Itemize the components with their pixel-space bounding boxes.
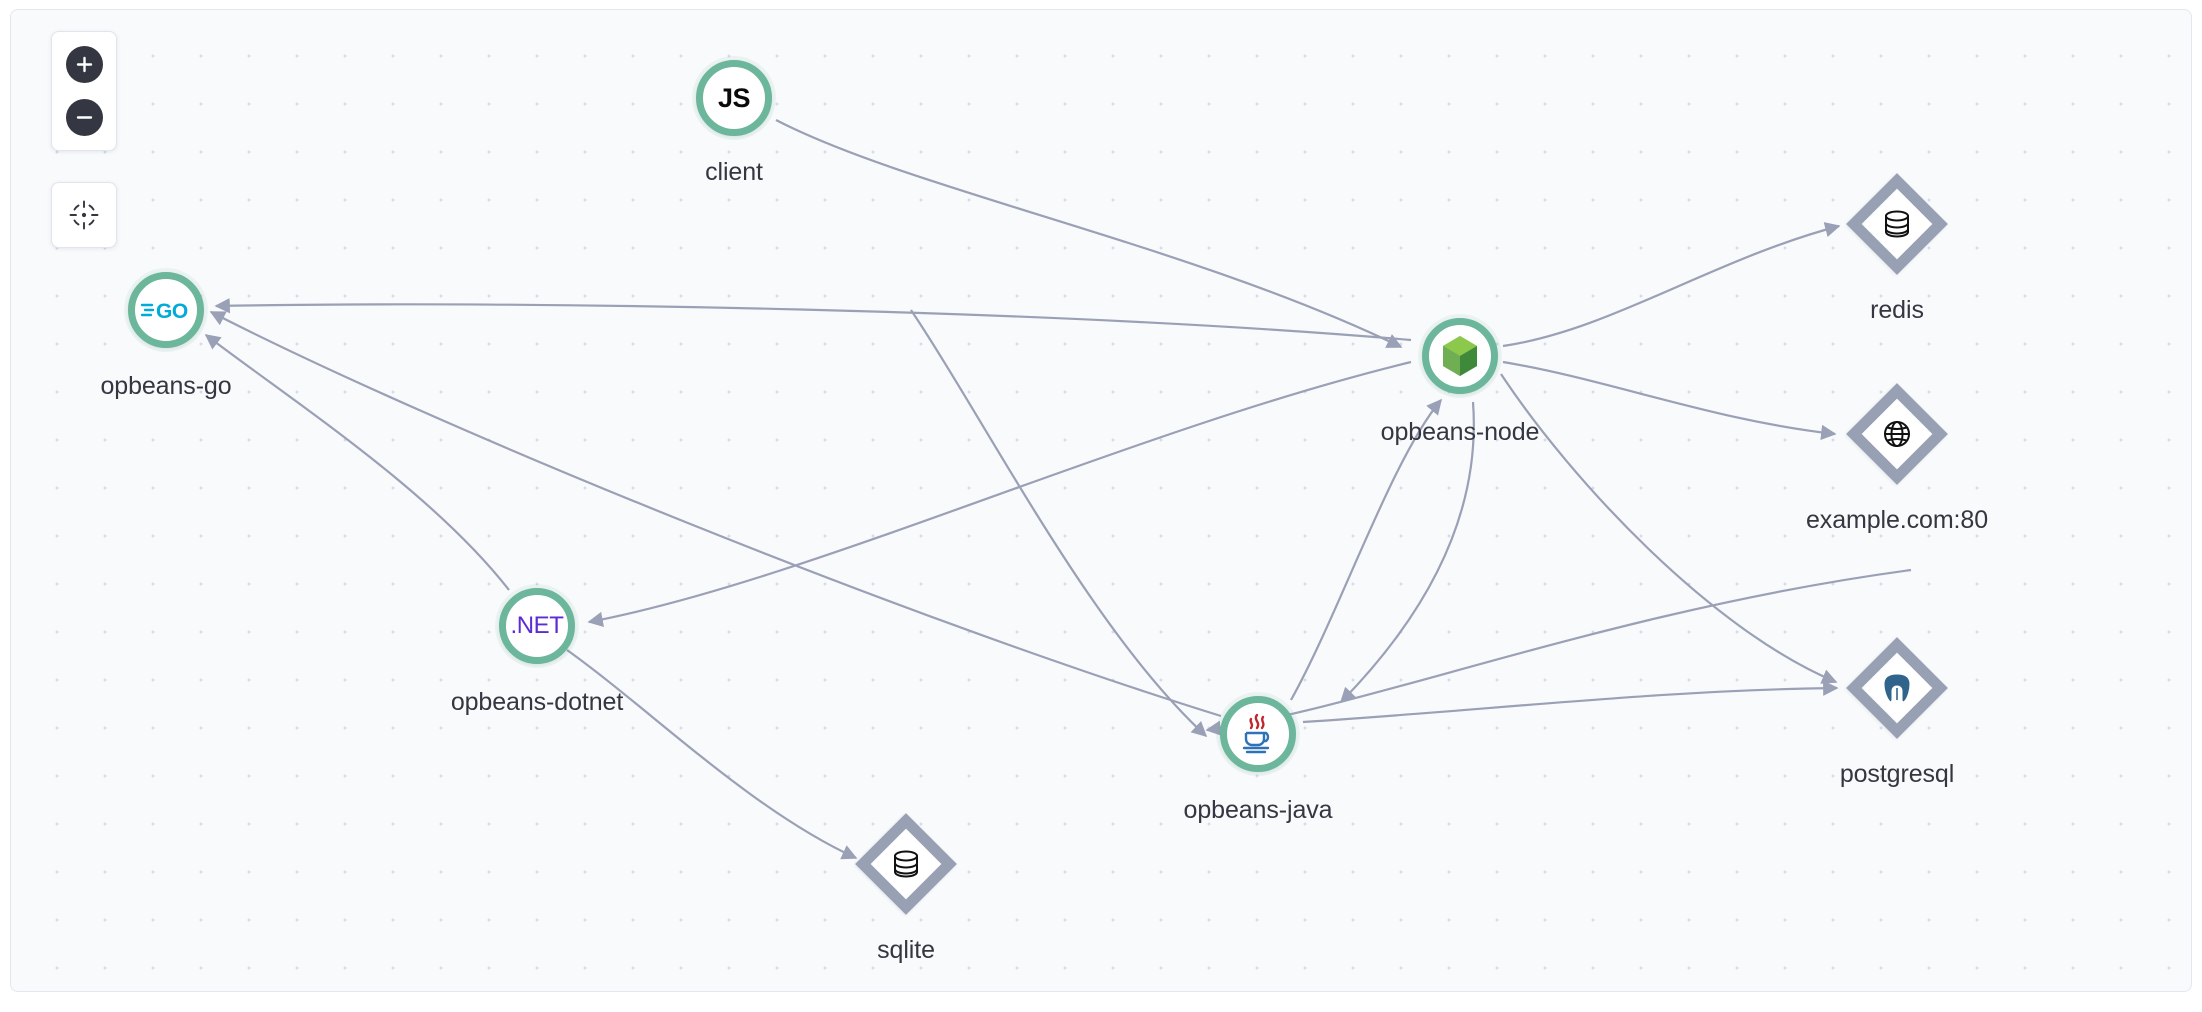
service-map-edges	[204, 119, 1912, 860]
edge-opbeans-node-to-example.com:80[interactable]	[1502, 360, 1837, 441]
center-control-panel	[51, 182, 117, 248]
edge-opbeans-dotnet-to-opbeans-java[interactable]	[910, 309, 1208, 738]
node-label-client: client	[705, 158, 763, 186]
crosshair-icon	[69, 200, 99, 230]
node-label-redis: redis	[1870, 296, 1924, 324]
node-label-postgresql: postgresql	[1839, 760, 1955, 788]
zoom-out-button[interactable]	[65, 99, 103, 136]
edge-opbeans-go-to-opbeans-java[interactable]	[1205, 568, 1912, 736]
center-map-button[interactable]	[64, 195, 104, 235]
edge-opbeans-dotnet-to-sqlite[interactable]	[566, 649, 858, 860]
edge-client-to-opbeans-node[interactable]	[775, 119, 1403, 348]
redis-diamond[interactable]	[1846, 173, 1948, 275]
service-map-canvas[interactable]: JS client GO opbeans-go	[10, 9, 2192, 992]
opbeans-java-circle[interactable]	[1220, 696, 1296, 772]
opbeans-dotnet-circle[interactable]: .NET	[499, 588, 575, 664]
edge-opbeans-java-to-postgresql[interactable]	[1302, 680, 1839, 724]
zoom-in-button[interactable]	[65, 46, 103, 83]
edge-opbeans-node-to-redis[interactable]	[1502, 222, 1841, 348]
minus-icon	[76, 116, 92, 119]
nodejs-icon	[1443, 336, 1477, 376]
node-label-opbeans-go: opbeans-go	[100, 372, 232, 400]
edge-opbeans-node-to-opbeans-java[interactable]	[1339, 401, 1475, 704]
sqlite-diamond[interactable]	[855, 813, 957, 915]
edge-opbeans-java-to-opbeans-node[interactable]	[1290, 398, 1442, 701]
plus-icon	[76, 56, 92, 73]
opbeans-go-circle[interactable]: GO	[128, 272, 204, 348]
edge-opbeans-java-to-opbeans-go[interactable]	[209, 311, 1222, 718]
javascript-icon: JS	[717, 82, 751, 113]
node-label-opbeans-node: opbeans-node	[1380, 418, 1540, 446]
globe-icon	[1884, 421, 1910, 447]
database-icon	[894, 850, 918, 878]
example-com-80-diamond[interactable]	[1846, 383, 1948, 485]
edge-opbeans-dotnet-to-opbeans-go[interactable]	[204, 334, 510, 591]
edge-opbeans-node-to-opbeans-go[interactable]	[214, 298, 1412, 342]
java-icon	[1242, 713, 1270, 754]
node-label-sqlite: sqlite	[877, 936, 935, 964]
node-label-opbeans-java: opbeans-java	[1183, 796, 1333, 824]
svg-text:GO: GO	[156, 300, 188, 323]
client-circle[interactable]: JS	[696, 60, 772, 136]
edge-opbeans-node-to-postgresql[interactable]	[1500, 373, 1838, 684]
database-icon	[1885, 210, 1909, 238]
opbeans-node-circle[interactable]	[1422, 318, 1498, 394]
edge-opbeans-node-to-opbeans-dotnet[interactable]	[587, 360, 1412, 627]
postgresql-diamond[interactable]	[1846, 637, 1948, 739]
node-label-opbeans-dotnet: opbeans-dotnet	[450, 688, 624, 716]
dotnet-icon: .NET	[510, 612, 564, 639]
golang-icon: GO	[140, 300, 188, 323]
zoom-controls-panel	[51, 31, 117, 151]
node-label-example-com-80: example.com:80	[1805, 506, 1989, 534]
postgresql-icon	[1881, 671, 1913, 705]
